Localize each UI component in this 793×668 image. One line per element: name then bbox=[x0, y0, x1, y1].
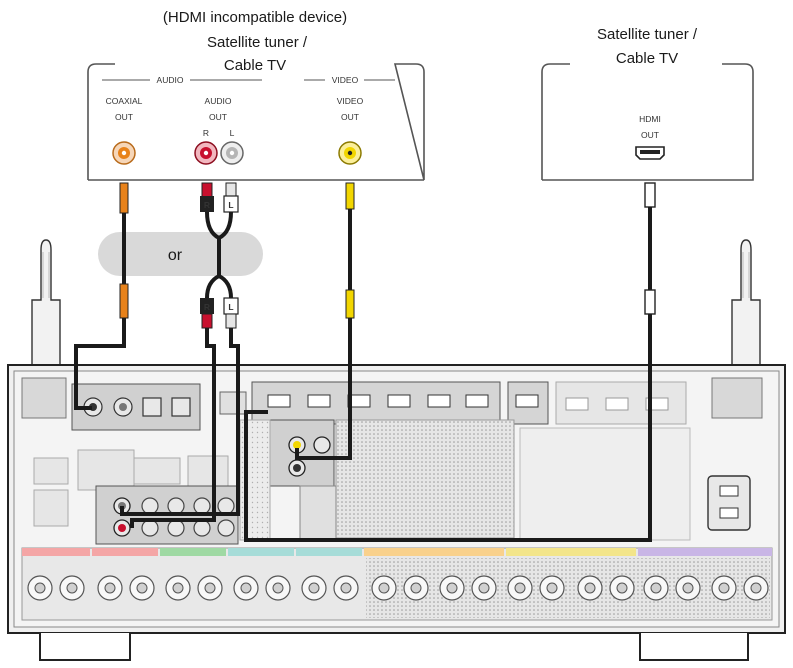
speaker-post-center bbox=[584, 582, 596, 594]
speaker-post-center bbox=[272, 582, 284, 594]
speaker-post-center bbox=[514, 582, 526, 594]
speaker-post-center bbox=[34, 582, 46, 594]
or-label: or bbox=[168, 247, 183, 264]
speaker-binding-posts bbox=[27, 575, 769, 601]
left-device-outline bbox=[87, 63, 425, 181]
coaxial-cable bbox=[74, 182, 129, 410]
speaker-post-center bbox=[136, 582, 148, 594]
left-device-caption-line3: Cable TV bbox=[224, 57, 286, 74]
right-antenna bbox=[731, 239, 761, 366]
hdmi-cable bbox=[244, 182, 656, 542]
video-out-jack bbox=[338, 141, 362, 165]
ac-inlet bbox=[707, 475, 751, 531]
speaker-post-center bbox=[378, 582, 390, 594]
right-device-outline bbox=[541, 63, 754, 181]
plug-r-top: R bbox=[204, 200, 210, 210]
speaker-post-center bbox=[410, 582, 422, 594]
speaker-post-center bbox=[66, 582, 78, 594]
hdmi-out-port bbox=[635, 146, 665, 160]
audio-out-label2: OUT bbox=[209, 112, 227, 122]
speaker-post-center bbox=[204, 582, 216, 594]
speaker-post-center bbox=[682, 582, 694, 594]
left-device-caption-line1: (HDMI incompatible device) bbox=[163, 9, 347, 26]
speaker-post-center bbox=[104, 582, 116, 594]
coaxial-label: COAXIAL bbox=[106, 96, 143, 106]
left-foot bbox=[39, 633, 131, 661]
audio-r-jack bbox=[194, 141, 218, 165]
plug-r-bottom: R bbox=[204, 302, 210, 312]
speaker-post-center bbox=[308, 582, 320, 594]
hdmi-input-row bbox=[251, 381, 501, 425]
video-out-label: VIDEO bbox=[337, 96, 364, 106]
speaker-post-center bbox=[240, 582, 252, 594]
right-device-caption-line2: Cable TV bbox=[616, 50, 678, 67]
video-out-label2: OUT bbox=[341, 112, 359, 122]
audio-group-label: AUDIO bbox=[157, 75, 184, 85]
speaker-post-center bbox=[718, 582, 730, 594]
left-antenna bbox=[31, 239, 61, 366]
plug-l-top: L bbox=[228, 200, 233, 210]
speaker-post-center bbox=[546, 582, 558, 594]
audio-out-label: AUDIO bbox=[205, 96, 232, 106]
audio-r-label: R bbox=[203, 128, 209, 138]
hdmi-out-label: OUT bbox=[641, 130, 659, 140]
speaker-post-center bbox=[478, 582, 490, 594]
audio-l-jack bbox=[220, 141, 244, 165]
speaker-post-center bbox=[172, 582, 184, 594]
plug-l-bottom: L bbox=[228, 302, 233, 312]
right-foot bbox=[639, 633, 749, 661]
right-device-caption-line1: Satellite tuner / bbox=[597, 26, 698, 43]
speaker-post-center bbox=[616, 582, 628, 594]
audio-l-label: L bbox=[230, 128, 235, 138]
hdmi-label: HDMI bbox=[639, 114, 661, 124]
left-device-caption-line2: Satellite tuner / bbox=[207, 34, 308, 51]
video-cable bbox=[295, 182, 355, 460]
analog-audio-cable: R L R L bbox=[120, 182, 240, 528]
coaxial-out-jack bbox=[112, 141, 136, 165]
speaker-post-center bbox=[750, 582, 762, 594]
speaker-post-center bbox=[446, 582, 458, 594]
video-group-label: VIDEO bbox=[332, 75, 359, 85]
or-bubble bbox=[98, 232, 263, 276]
speaker-post-center bbox=[650, 582, 662, 594]
coaxial-out-label: OUT bbox=[115, 112, 133, 122]
speaker-post-center bbox=[340, 582, 352, 594]
